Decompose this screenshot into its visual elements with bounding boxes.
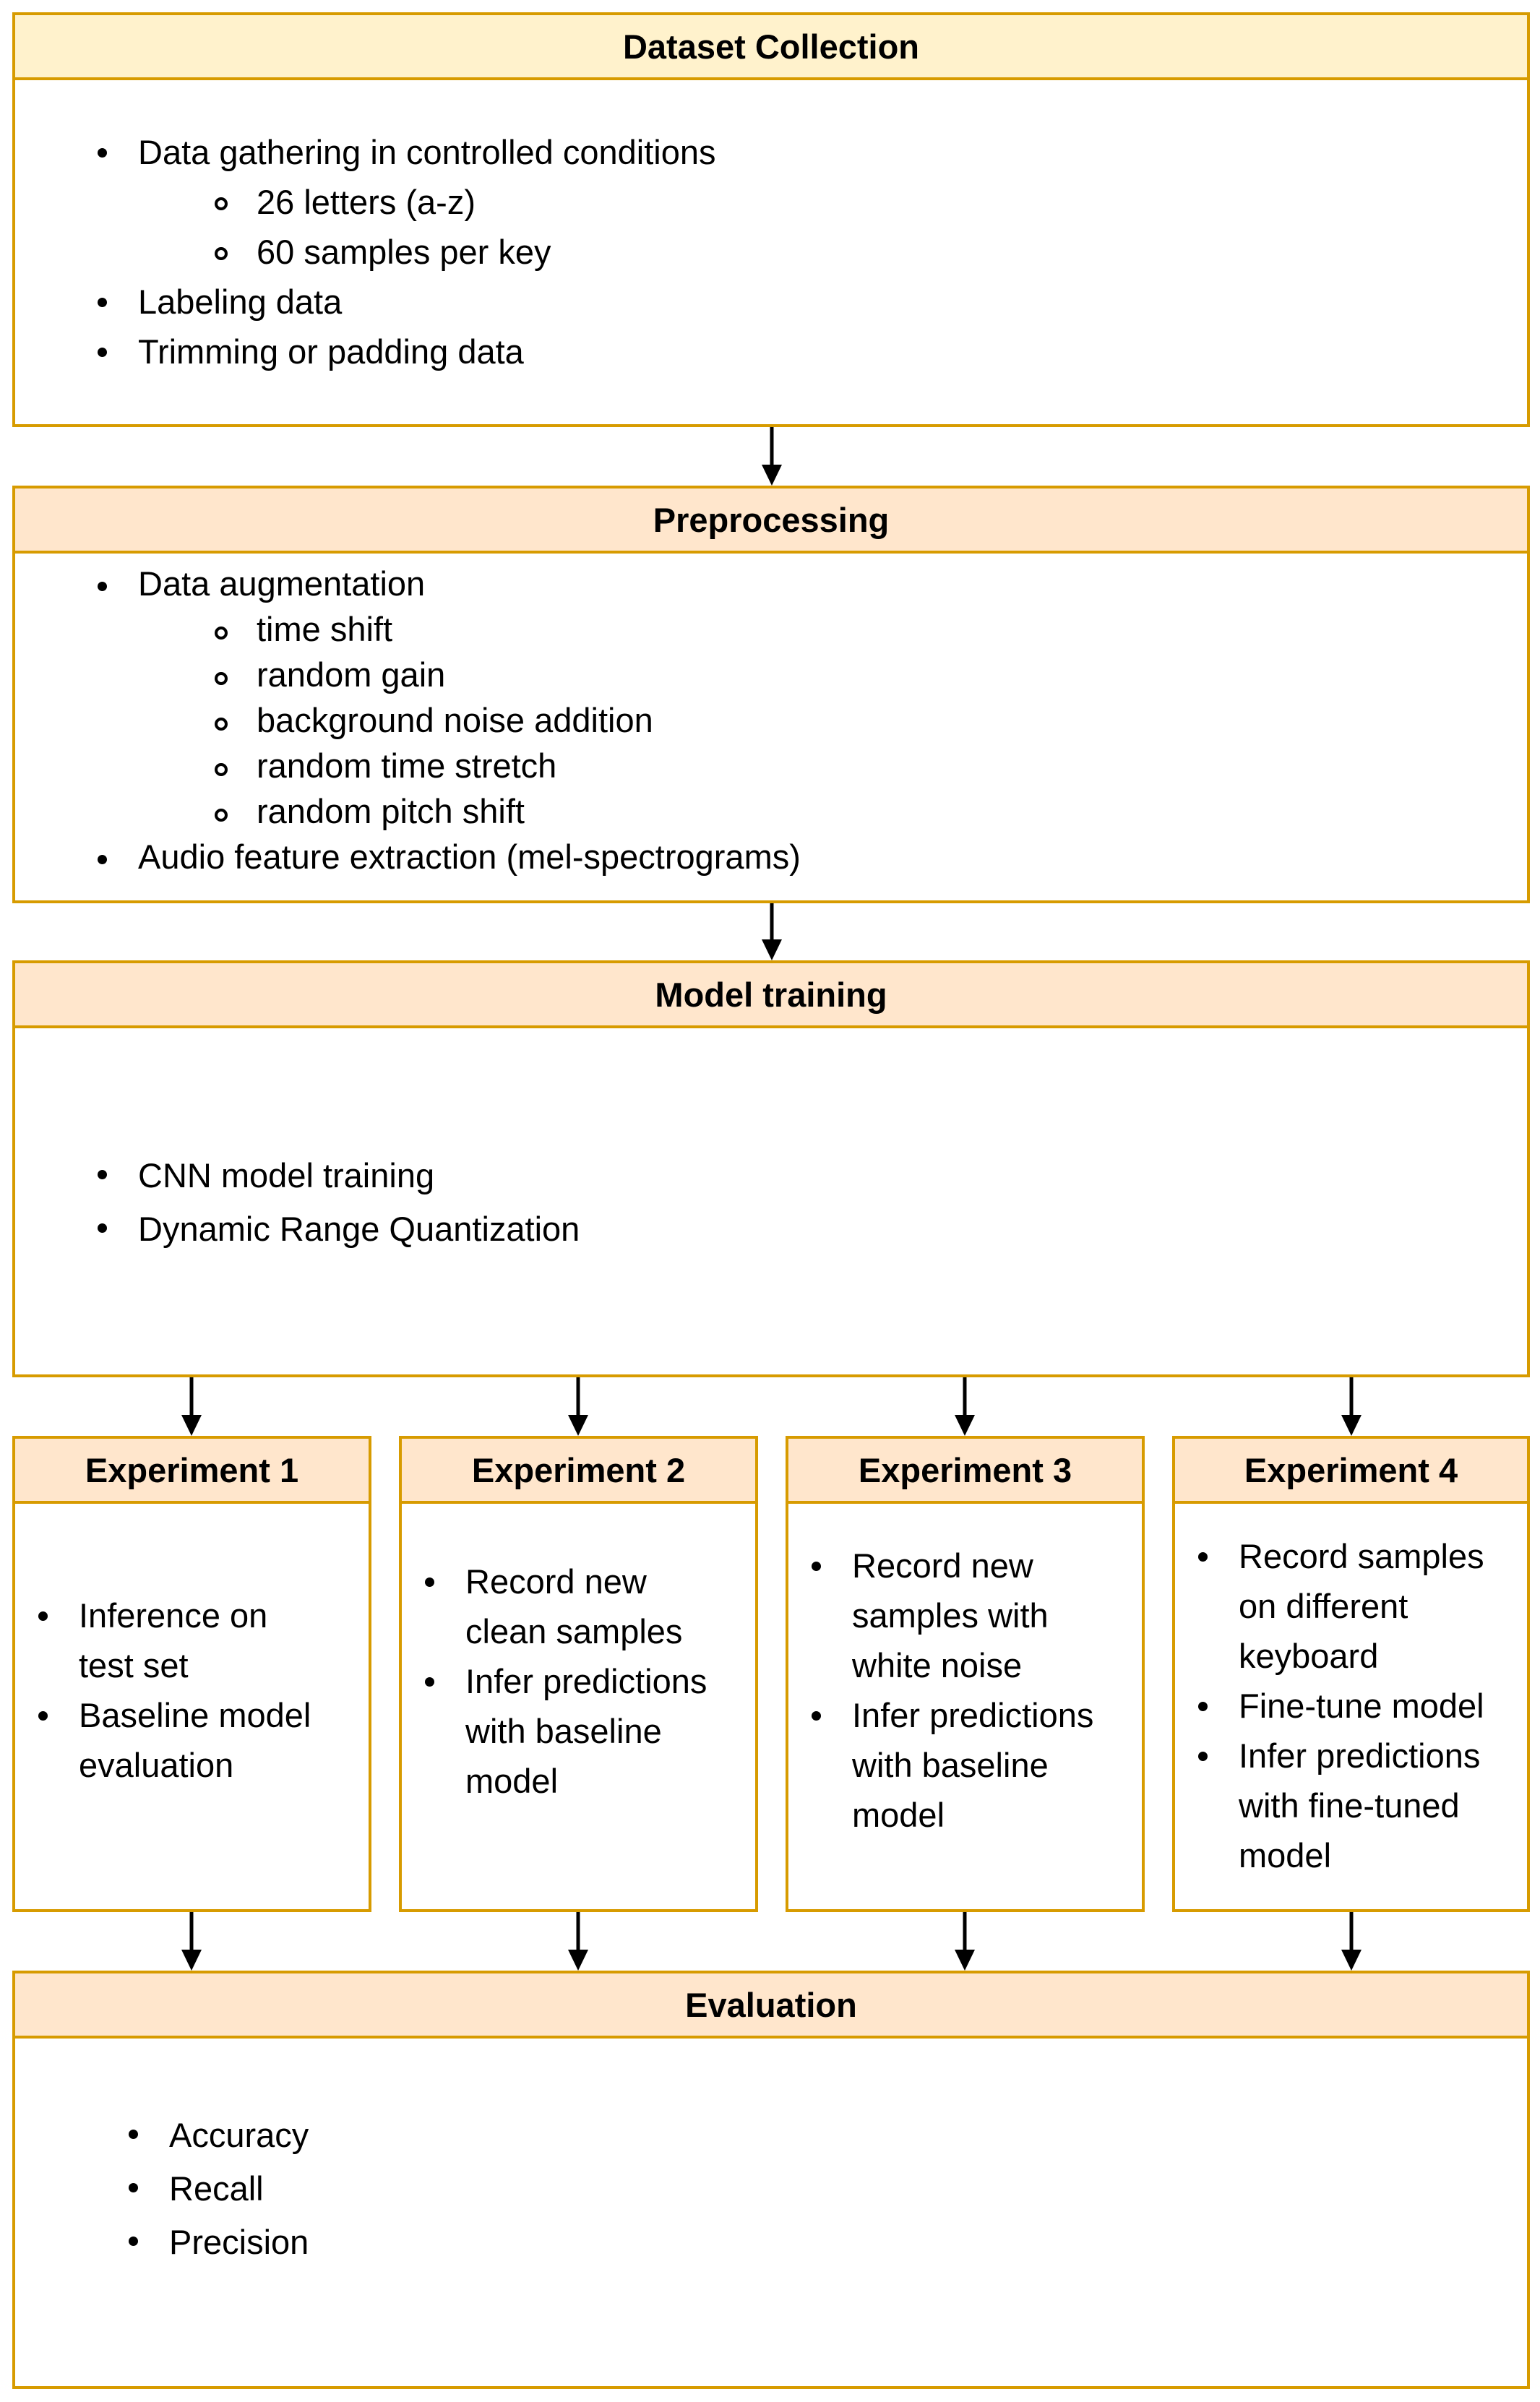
list-item: Infer predictions with baseline model [424, 1656, 707, 1806]
preprocessing-title: Preprocessing [15, 488, 1527, 554]
arrow-training-to-experiment-1 [181, 1377, 202, 1436]
model-training-title: Model training [15, 963, 1527, 1028]
list-item: Infer predictions with fine-tuned model [1198, 1731, 1484, 1880]
dataset-collection-title: Dataset Collection [15, 15, 1527, 80]
arrow-preprocessing-to-training [762, 903, 782, 960]
list-subitem: random time stretch [138, 743, 801, 788]
experiment-4-title: Experiment 4 [1175, 1439, 1527, 1504]
list-item: Record new samples with white noise [811, 1541, 1093, 1690]
experiment-2-title: Experiment 2 [402, 1439, 755, 1504]
experiment-1-box: Experiment 1 Inference on test set Basel… [12, 1436, 371, 1912]
list-item: Baseline model evaluation [38, 1690, 311, 1790]
list-item: Labeling data [98, 277, 716, 327]
preprocessing-list: Data augmentation time shift random gain… [98, 561, 801, 879]
experiment-2-box: Experiment 2 Record new clean samples In… [399, 1436, 758, 1912]
arrow-experiment-3-to-evaluation [955, 1912, 975, 1971]
experiment-4-list: Record samples on different keyboard Fin… [1198, 1531, 1484, 1880]
list-item: Precision [128, 2216, 309, 2269]
list-item: CNN model training [97, 1149, 580, 1202]
experiment-4-box: Experiment 4 Record samples on different… [1172, 1436, 1530, 1912]
list-subitem: random gain [138, 652, 801, 697]
preprocessing-box: Preprocessing Data augmentation time shi… [12, 486, 1530, 903]
model-training-list: CNN model training Dynamic Range Quantiz… [97, 1149, 580, 1256]
list-item: Accuracy [128, 2109, 309, 2162]
list-subitem: random pitch shift [138, 788, 801, 834]
experiment-2-list: Record new clean samples Infer predictio… [424, 1557, 707, 1806]
experiment-1-title: Experiment 1 [15, 1439, 369, 1504]
dataset-collection-list: Data gathering in controlled conditions … [98, 127, 716, 376]
list-item: Record samples on different keyboard [1198, 1531, 1484, 1681]
list-subitem: time shift [138, 606, 801, 652]
list-item: Recall [128, 2162, 309, 2216]
list-item: Infer predictions with baseline model [811, 1690, 1093, 1840]
model-training-box: Model training CNN model training Dynami… [12, 960, 1530, 1377]
experiment-3-list: Record new samples with white noise Infe… [811, 1541, 1093, 1840]
arrow-training-to-experiment-2 [568, 1377, 588, 1436]
evaluation-title: Evaluation [15, 1973, 1527, 2039]
evaluation-list: Accuracy Recall Precision [128, 2109, 309, 2269]
arrow-experiment-1-to-evaluation [181, 1912, 202, 1971]
list-item: Trimming or padding data [98, 327, 716, 376]
list-subitem: background noise addition [138, 697, 801, 743]
arrow-dataset-to-preprocessing [762, 427, 782, 486]
experiment-3-box: Experiment 3 Record new samples with whi… [786, 1436, 1145, 1912]
list-item: Fine-tune model [1198, 1681, 1484, 1731]
dataset-collection-box: Dataset Collection Data gathering in con… [12, 12, 1530, 427]
arrow-training-to-experiment-3 [955, 1377, 975, 1436]
list-item: Audio feature extraction (mel-spectrogra… [98, 834, 801, 879]
arrow-training-to-experiment-4 [1341, 1377, 1362, 1436]
list-item: Dynamic Range Quantization [97, 1202, 580, 1256]
evaluation-box: Evaluation Accuracy Recall Precision [12, 1971, 1530, 2389]
arrow-experiment-2-to-evaluation [568, 1912, 588, 1971]
list-item: Data gathering in controlled conditions [98, 127, 716, 177]
list-subitem: 26 letters (a-z) [138, 177, 716, 227]
list-item: Data augmentation [98, 561, 801, 606]
list-subitem: 60 samples per key [138, 227, 716, 277]
experiment-3-title: Experiment 3 [788, 1439, 1142, 1504]
arrow-experiment-4-to-evaluation [1341, 1912, 1362, 1971]
experiment-1-list: Inference on test set Baseline model eva… [38, 1590, 311, 1790]
list-item: Record new clean samples [424, 1557, 707, 1656]
list-item: Inference on test set [38, 1590, 311, 1690]
